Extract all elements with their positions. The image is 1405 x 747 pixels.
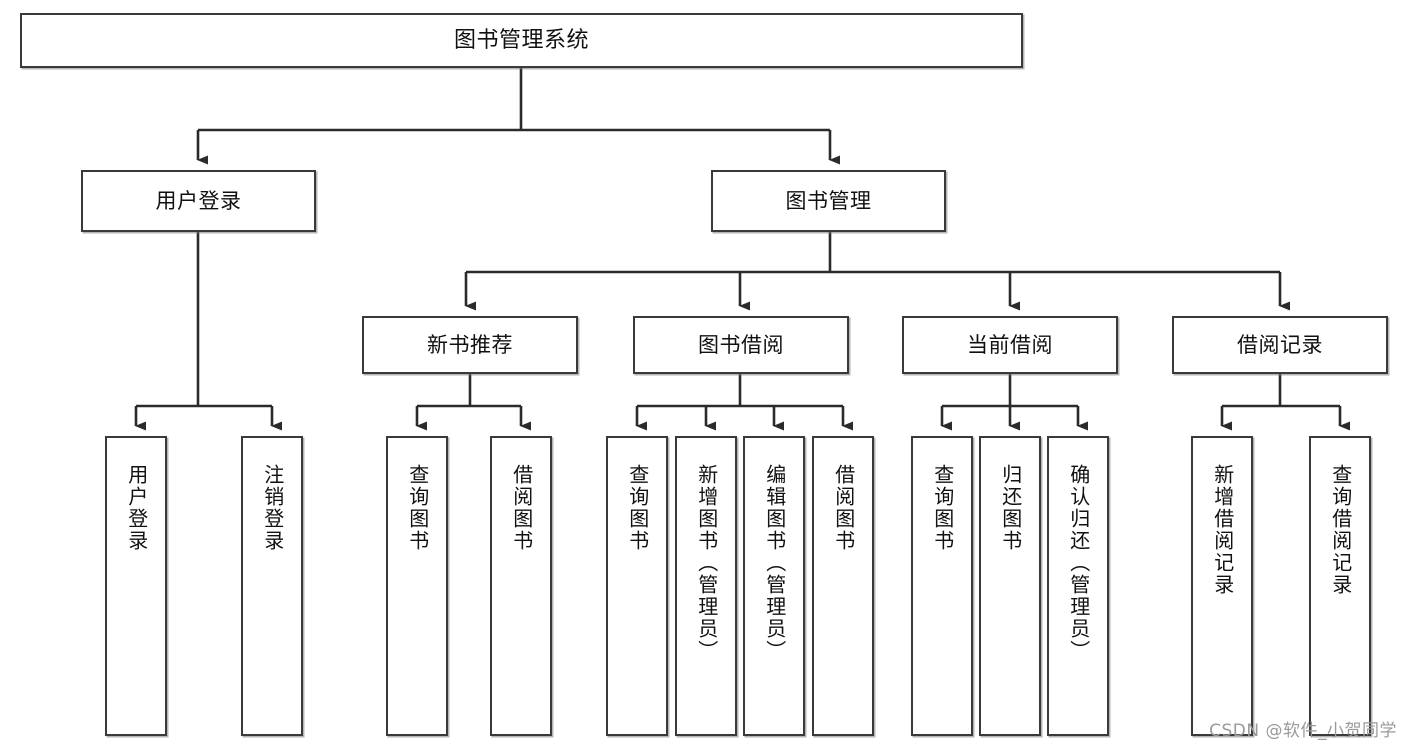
- node-leaf-query-book-2[interactable]: 查询图书: [606, 436, 668, 736]
- node-book-management-label: 图书管理: [785, 188, 872, 213]
- node-book-borrow-label: 图书借阅: [698, 332, 784, 357]
- node-leaf-edit-book-label: 编辑图书（管理员）: [762, 464, 787, 662]
- node-leaf-return-book-label: 归还图书: [998, 464, 1023, 552]
- node-leaf-query-book-3-label: 查询图书: [930, 464, 955, 552]
- node-leaf-user-logout-label: 注销登录: [260, 464, 285, 552]
- node-leaf-query-book-3[interactable]: 查询图书: [911, 436, 973, 736]
- node-leaf-confirm-return-label: 确认归还（管理员）: [1066, 464, 1091, 662]
- node-leaf-query-book-2-label: 查询图书: [625, 464, 650, 552]
- node-root-label: 图书管理系统: [453, 27, 589, 53]
- node-leaf-borrow-book-1[interactable]: 借阅图书: [490, 436, 552, 736]
- node-current-borrow[interactable]: 当前借阅: [902, 316, 1118, 374]
- node-leaf-borrow-book-2[interactable]: 借阅图书: [812, 436, 874, 736]
- node-leaf-add-record-label: 新增借阅记录: [1210, 464, 1235, 596]
- node-user-login[interactable]: 用户登录: [81, 170, 316, 232]
- node-new-book-recommend[interactable]: 新书推荐: [362, 316, 578, 374]
- node-borrow-record-label: 借阅记录: [1237, 332, 1323, 357]
- node-current-borrow-label: 当前借阅: [967, 332, 1053, 357]
- node-leaf-edit-book[interactable]: 编辑图书（管理员）: [743, 436, 805, 736]
- node-book-management[interactable]: 图书管理: [711, 170, 946, 232]
- node-root[interactable]: 图书管理系统: [20, 13, 1023, 68]
- node-book-borrow[interactable]: 图书借阅: [633, 316, 849, 374]
- node-leaf-borrow-book-2-label: 借阅图书: [831, 464, 856, 552]
- node-user-login-label: 用户登录: [155, 188, 242, 213]
- node-leaf-query-book-1[interactable]: 查询图书: [386, 436, 448, 736]
- node-leaf-add-book-label: 新增图书（管理员）: [694, 464, 719, 662]
- node-leaf-add-book[interactable]: 新增图书（管理员）: [675, 436, 737, 736]
- node-leaf-borrow-book-1-label: 借阅图书: [509, 464, 534, 552]
- node-leaf-query-record-label: 查询借阅记录: [1328, 464, 1353, 596]
- node-leaf-return-book[interactable]: 归还图书: [979, 436, 1041, 736]
- node-leaf-add-record[interactable]: 新增借阅记录: [1191, 436, 1253, 736]
- node-leaf-confirm-return[interactable]: 确认归还（管理员）: [1047, 436, 1109, 736]
- node-new-book-recommend-label: 新书推荐: [427, 332, 513, 357]
- node-leaf-query-book-1-label: 查询图书: [405, 464, 430, 552]
- node-leaf-user-login[interactable]: 用户登录: [105, 436, 167, 736]
- node-leaf-user-login-label: 用户登录: [124, 464, 149, 552]
- node-leaf-query-record[interactable]: 查询借阅记录: [1309, 436, 1371, 736]
- node-borrow-record[interactable]: 借阅记录: [1172, 316, 1388, 374]
- node-leaf-user-logout[interactable]: 注销登录: [241, 436, 303, 736]
